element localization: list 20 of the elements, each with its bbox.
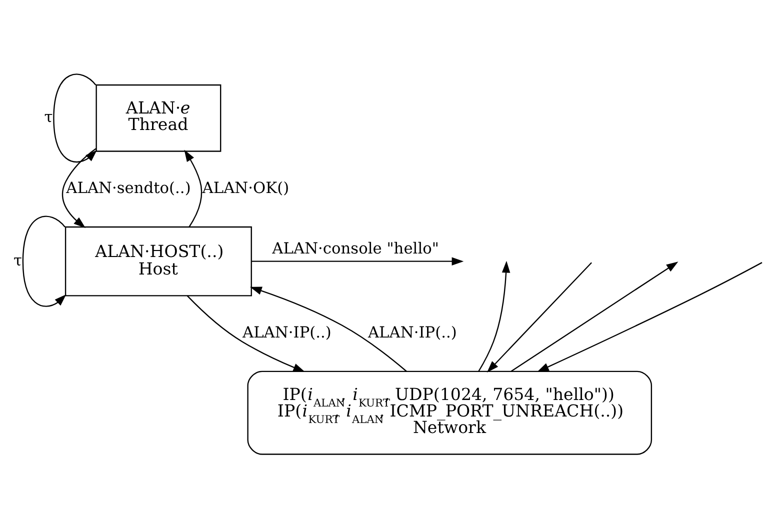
arrow xyxy=(62,148,96,228)
arrow xyxy=(486,262,592,372)
edge-label: τ xyxy=(44,108,53,126)
arrow xyxy=(251,256,464,265)
edge-label: ALAN·OK() xyxy=(202,178,290,197)
edge-label: ALAN·IP(..) xyxy=(242,323,332,342)
edge-label: ALAN·sendto(..) xyxy=(66,178,191,197)
node-box: ALAN·e Thread xyxy=(96,84,222,152)
edge-label: τ xyxy=(13,250,22,269)
arrow xyxy=(184,149,202,227)
arrow xyxy=(250,286,407,372)
arrow xyxy=(537,262,762,372)
edge-label: ALAN·console "hello" xyxy=(272,239,439,258)
arrow xyxy=(22,215,66,306)
arrow xyxy=(186,294,306,372)
arrow xyxy=(478,260,510,372)
arrow xyxy=(53,73,98,162)
arrow xyxy=(510,261,678,372)
node-box: ALAN·HOST(..) Host xyxy=(64,226,252,296)
edge-label: ALAN·IP(..) xyxy=(368,323,457,342)
